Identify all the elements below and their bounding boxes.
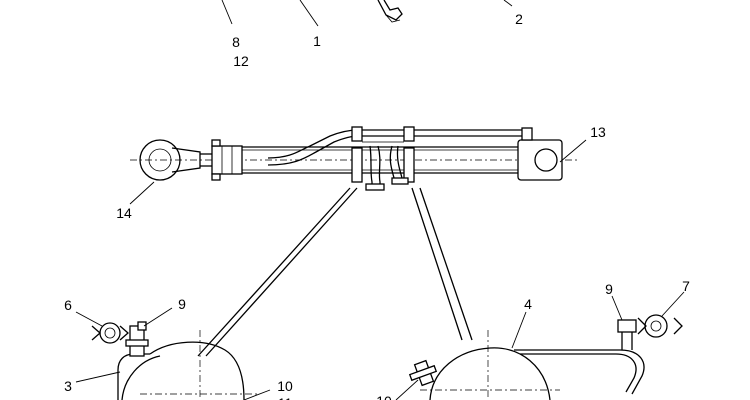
left-clamp-assembly [91,321,260,400]
callout-11: 11 [278,395,293,400]
detail-leaders [197,187,473,357]
callout-14: 14 [116,205,132,221]
callout-3: 3 [64,378,72,394]
callout-leaders [75,0,685,400]
callout-13: 13 [590,124,606,140]
callout-12: 12 [233,53,249,69]
callout-1: 1 [313,33,321,49]
callout-9-left: 9 [178,296,186,312]
right-clamp-assembly [408,314,683,400]
hydraulic-cylinder [130,126,580,191]
callout-6: 6 [64,297,72,313]
top-fitting-part [377,0,403,23]
callout-9-right: 9 [605,281,613,297]
callout-2: 2 [515,11,523,27]
callout-labels: 8 12 1 2 13 14 6 9 3 10 11 4 9 7 10 [64,11,690,400]
callout-4: 4 [524,296,532,312]
callout-10-left: 10 [277,378,293,394]
callout-7: 7 [682,278,690,294]
callout-8: 8 [232,34,240,50]
callout-10-right: 10 [376,393,392,400]
